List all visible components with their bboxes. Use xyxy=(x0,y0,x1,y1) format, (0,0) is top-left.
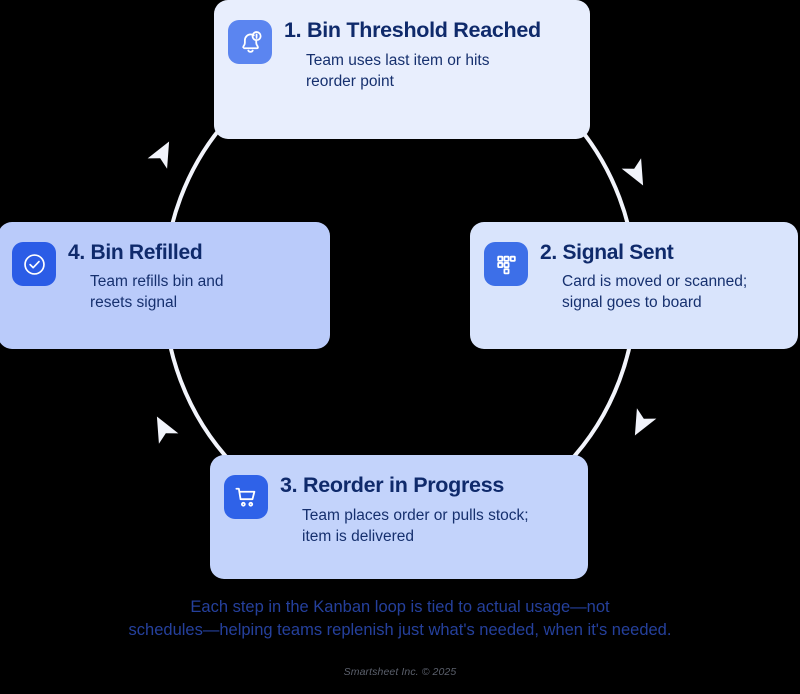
kanban-grid-icon xyxy=(496,255,516,274)
step-2-badge xyxy=(484,242,528,286)
arrowhead-step2-to-step3 xyxy=(634,408,657,436)
step-2-description: Card is moved or scanned; signal goes to… xyxy=(562,273,748,312)
arrowhead-step3-to-step4 xyxy=(156,416,179,444)
diagram-caption: Each step in the Kanban loop is tied to … xyxy=(128,598,672,640)
step-3-text: 3. Reorder in Progress Team places order… xyxy=(280,473,529,547)
step-4-badge xyxy=(12,242,56,286)
step-1-title: 1. Bin Threshold Reached xyxy=(284,18,541,42)
step-4-title: 4. Bin Refilled xyxy=(68,241,203,264)
step-card-3[interactable]: 3. Reorder in Progress Team places order… xyxy=(210,455,588,579)
step-3-badge xyxy=(224,475,268,519)
step-card-2[interactable]: 2. Signal Sent Card is moved or scanned;… xyxy=(470,222,798,349)
check-circle-icon xyxy=(23,253,45,275)
step-2-title: 2. Signal Sent xyxy=(540,241,674,264)
step-1-badge xyxy=(228,20,272,64)
step-1-text: 1. Bin Threshold Reached Team uses last … xyxy=(284,18,541,92)
step-4-description: Team refills bin and resets signal xyxy=(90,273,224,312)
step-3-title: 3. Reorder in Progress xyxy=(280,473,505,497)
step-3-description: Team places order or pulls stock; item i… xyxy=(302,506,529,545)
arrowhead-step1-to-step2 xyxy=(621,158,644,186)
bell-alert-icon xyxy=(241,30,262,53)
step-4-text: 4. Bin Refilled Team refills bin and res… xyxy=(68,240,224,313)
footer-credit: Smartsheet Inc. © 2025 xyxy=(343,666,457,678)
step-2-text: 2. Signal Sent Card is moved or scanned;… xyxy=(540,240,747,313)
arrowhead-step4-to-step1 xyxy=(147,141,170,169)
step-card-1[interactable]: 1. Bin Threshold Reached Team uses last … xyxy=(214,0,590,139)
step-card-4[interactable]: 4. Bin Refilled Team refills bin and res… xyxy=(0,222,330,349)
shopping-cart-icon xyxy=(234,487,255,507)
step-1-description: Team uses last item or hits reorder poin… xyxy=(306,51,490,90)
